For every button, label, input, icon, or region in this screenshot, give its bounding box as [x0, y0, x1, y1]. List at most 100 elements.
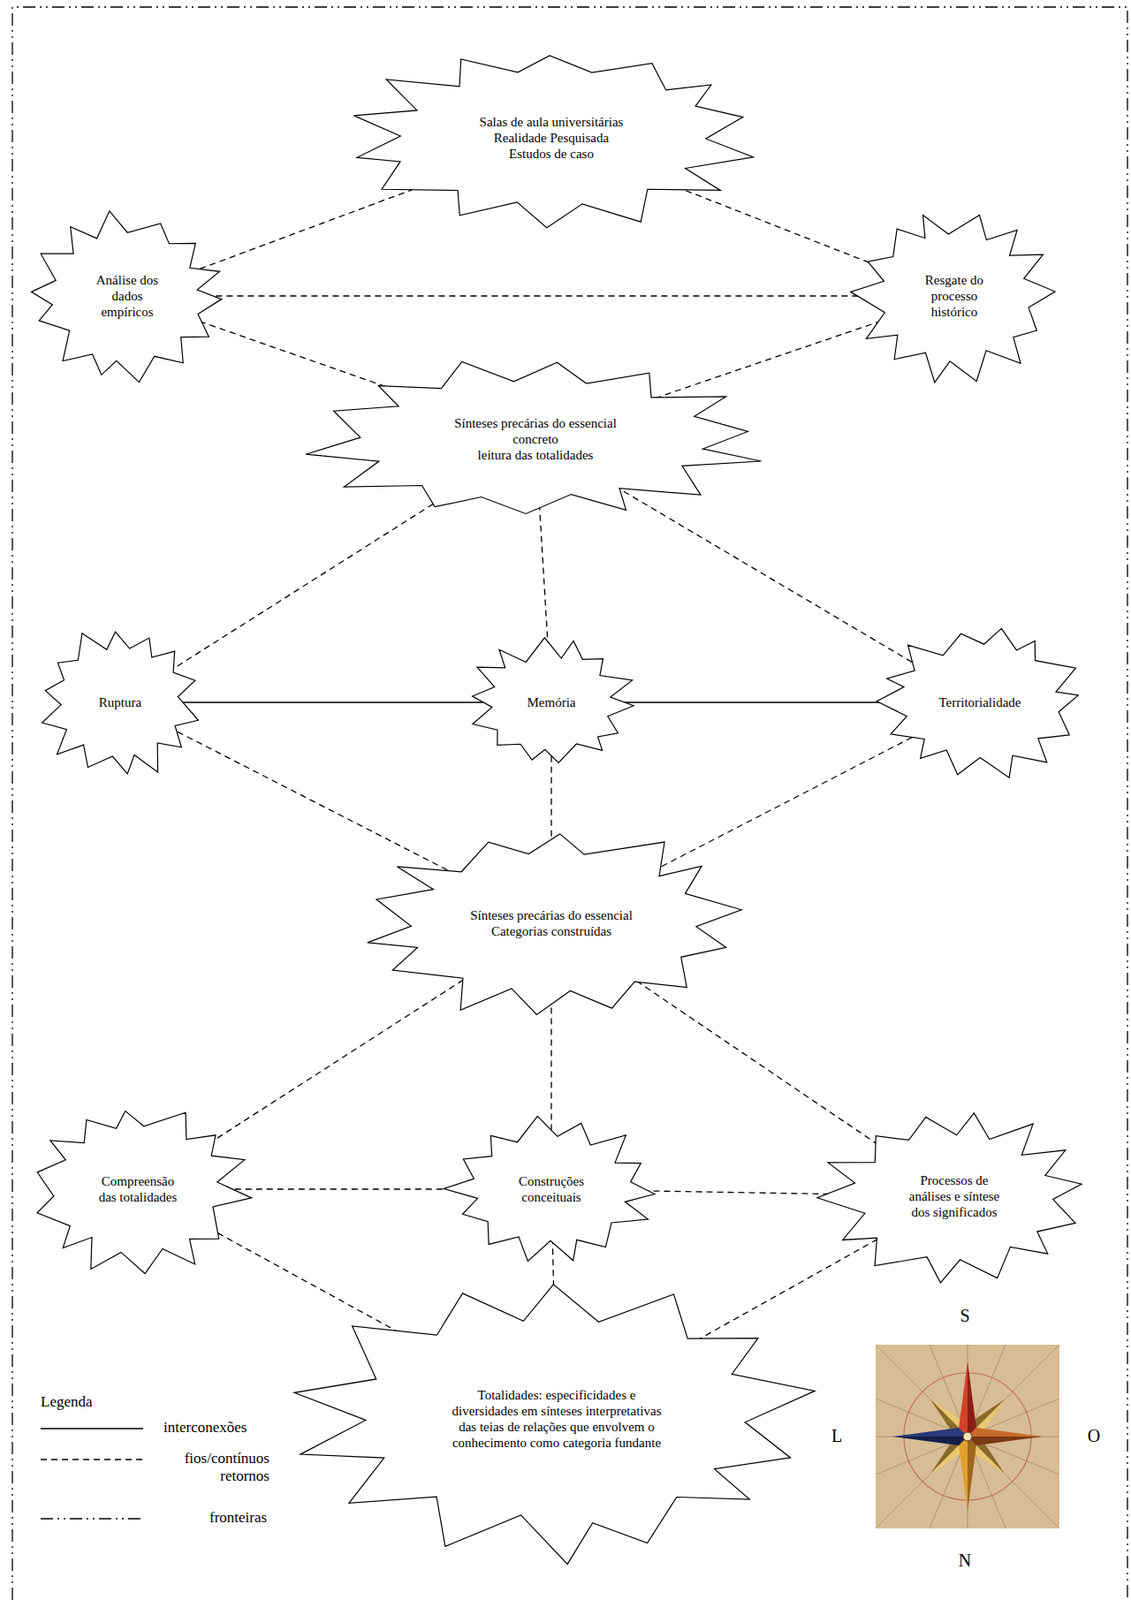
- dashed-return-line: [189, 177, 444, 274]
- node-text-group: Totalidades: especificidades e diversida…: [448, 1387, 666, 1451]
- compass-star: [892, 1361, 1043, 1512]
- star-point: [958, 1361, 968, 1437]
- starburst-path: [294, 1284, 815, 1565]
- starburst-path: [31, 211, 222, 383]
- node-text: Processos de análises e síntese dos sign…: [901, 1172, 1008, 1221]
- legend-line: [40, 1427, 144, 1429]
- compass-rose: [875, 1344, 1060, 1529]
- starburst-path: [305, 361, 761, 514]
- starburst-path: [817, 1113, 1082, 1283]
- dashed-return-line: [550, 986, 552, 1141]
- node-text: Resgate do processo histórico: [915, 272, 994, 320]
- node-text: Ruptura: [98, 694, 142, 711]
- rhumb-line: [875, 1344, 1060, 1529]
- starburst-node: Sínteses precárias do essencial concreto…: [296, 355, 775, 524]
- legend-title: Legenda: [40, 1393, 93, 1412]
- map-ground: [875, 1344, 1060, 1529]
- starburst-outline: [286, 1273, 828, 1565]
- node-text-group: Resgate do processo histórico: [915, 272, 994, 320]
- dashed-return-line: [165, 486, 461, 674]
- starburst-node: Totalidades: especificidades e diversida…: [286, 1273, 828, 1565]
- star-point: [892, 1427, 968, 1437]
- node-text: Estudos de caso: [479, 145, 624, 162]
- map-ground-light: [875, 1344, 1060, 1529]
- node-text-group: Sínteses precárias do essencialCategoria…: [470, 907, 633, 940]
- node-text-group: Processos de análises e síntese dos sign…: [901, 1172, 1008, 1221]
- star-point: [967, 1436, 1043, 1446]
- legend-text: interconexões: [163, 1419, 247, 1437]
- node-text-group: Sínteses precárias do essencial concreto…: [440, 415, 631, 464]
- compass-letter: S: [959, 1305, 970, 1327]
- node-text: Territorialidade: [938, 694, 1021, 711]
- dashed-return-line: [656, 179, 894, 273]
- node-text: Construções conceituais: [510, 1173, 593, 1206]
- dashed-return-line: [167, 727, 461, 878]
- starburst-path: [37, 1111, 251, 1275]
- node-text-group: Construções conceituais: [510, 1173, 593, 1206]
- starburst-path: [876, 628, 1078, 778]
- node-text-group: Salas de aula universitáriasRealidade Pe…: [479, 113, 624, 162]
- node-text-group: Ruptura: [98, 694, 142, 711]
- rhumb-line: [875, 1344, 1060, 1529]
- starburst-node: Sínteses precárias do essencialCategoria…: [346, 826, 758, 1021]
- star-point: [967, 1436, 977, 1512]
- star-point: [967, 1427, 1043, 1437]
- node-text: Memória: [527, 694, 577, 711]
- dashed-return-line: [213, 1188, 482, 1190]
- star-point: [892, 1436, 968, 1446]
- starburst-outline: [346, 826, 758, 1021]
- starburst-path: [366, 834, 741, 1016]
- star-point: [958, 1436, 968, 1512]
- star-point: [967, 1361, 977, 1437]
- starburst-outline: [21, 1100, 255, 1278]
- legend-line-sample: [40, 1455, 144, 1465]
- node-text-group: Análise dos dados empíricos: [88, 272, 167, 320]
- node-text: Categorias construídas: [470, 923, 633, 940]
- dashed-return-line: [641, 732, 922, 877]
- node-text: Sínteses precárias do essencial concreto: [440, 415, 631, 448]
- starburst-node: Memória: [463, 636, 640, 769]
- legend-text: fronteiras: [209, 1509, 267, 1527]
- starburst-path: [42, 631, 199, 775]
- compass-letter: N: [958, 1550, 972, 1572]
- starburst-path: [850, 215, 1056, 383]
- legend-line-sample: [40, 1514, 144, 1524]
- dashed-return-line: [614, 485, 926, 670]
- legend-line: [40, 1518, 144, 1519]
- border-frame: [12, 7, 1128, 1600]
- node-text: Compreensão das totalidades: [93, 1173, 183, 1206]
- dashed-return-line: [194, 295, 887, 297]
- dashed-return-line: [538, 493, 549, 661]
- starburst-node: Análise dos dados empíricos: [22, 207, 231, 385]
- compass-letter: L: [831, 1426, 843, 1447]
- compass-letter: O: [1087, 1426, 1101, 1447]
- starburst-node: Ruptura: [36, 622, 205, 782]
- node-text: Salas de aula universitárias: [479, 113, 624, 130]
- interconnection-line: [608, 701, 909, 703]
- rhumb-lines: [875, 1344, 1060, 1529]
- dashed-return-line: [627, 975, 893, 1155]
- starburst-outline: [443, 1114, 661, 1265]
- starburst-node: Processos de análises e síntese dos sign…: [816, 1108, 1093, 1285]
- node-text: Análise dos dados empíricos: [88, 272, 167, 320]
- starburst-path: [353, 55, 753, 228]
- node-text-group: Memória: [527, 694, 577, 711]
- legend-text: fios/contínuos retornos: [163, 1449, 270, 1486]
- starburst-path: [443, 1115, 655, 1261]
- node-text: Totalidades: especificidades e diversida…: [448, 1387, 666, 1451]
- starburst-node: Construções conceituais: [443, 1114, 661, 1265]
- star-center: [963, 1432, 972, 1442]
- dashed-return-line: [678, 1234, 888, 1352]
- legend-line: [40, 1458, 144, 1460]
- node-text: Sínteses precárias do essencial: [470, 907, 633, 924]
- starburst-path: [472, 637, 635, 764]
- dashed-return-line: [195, 974, 472, 1153]
- node-text: Realidade Pesquisada: [479, 129, 624, 146]
- starburst-node: Salas de aula universitáriasRealidade Pe…: [330, 45, 773, 231]
- starburst-node: Territorialidade: [869, 622, 1091, 782]
- legend-line-sample: [40, 1424, 144, 1434]
